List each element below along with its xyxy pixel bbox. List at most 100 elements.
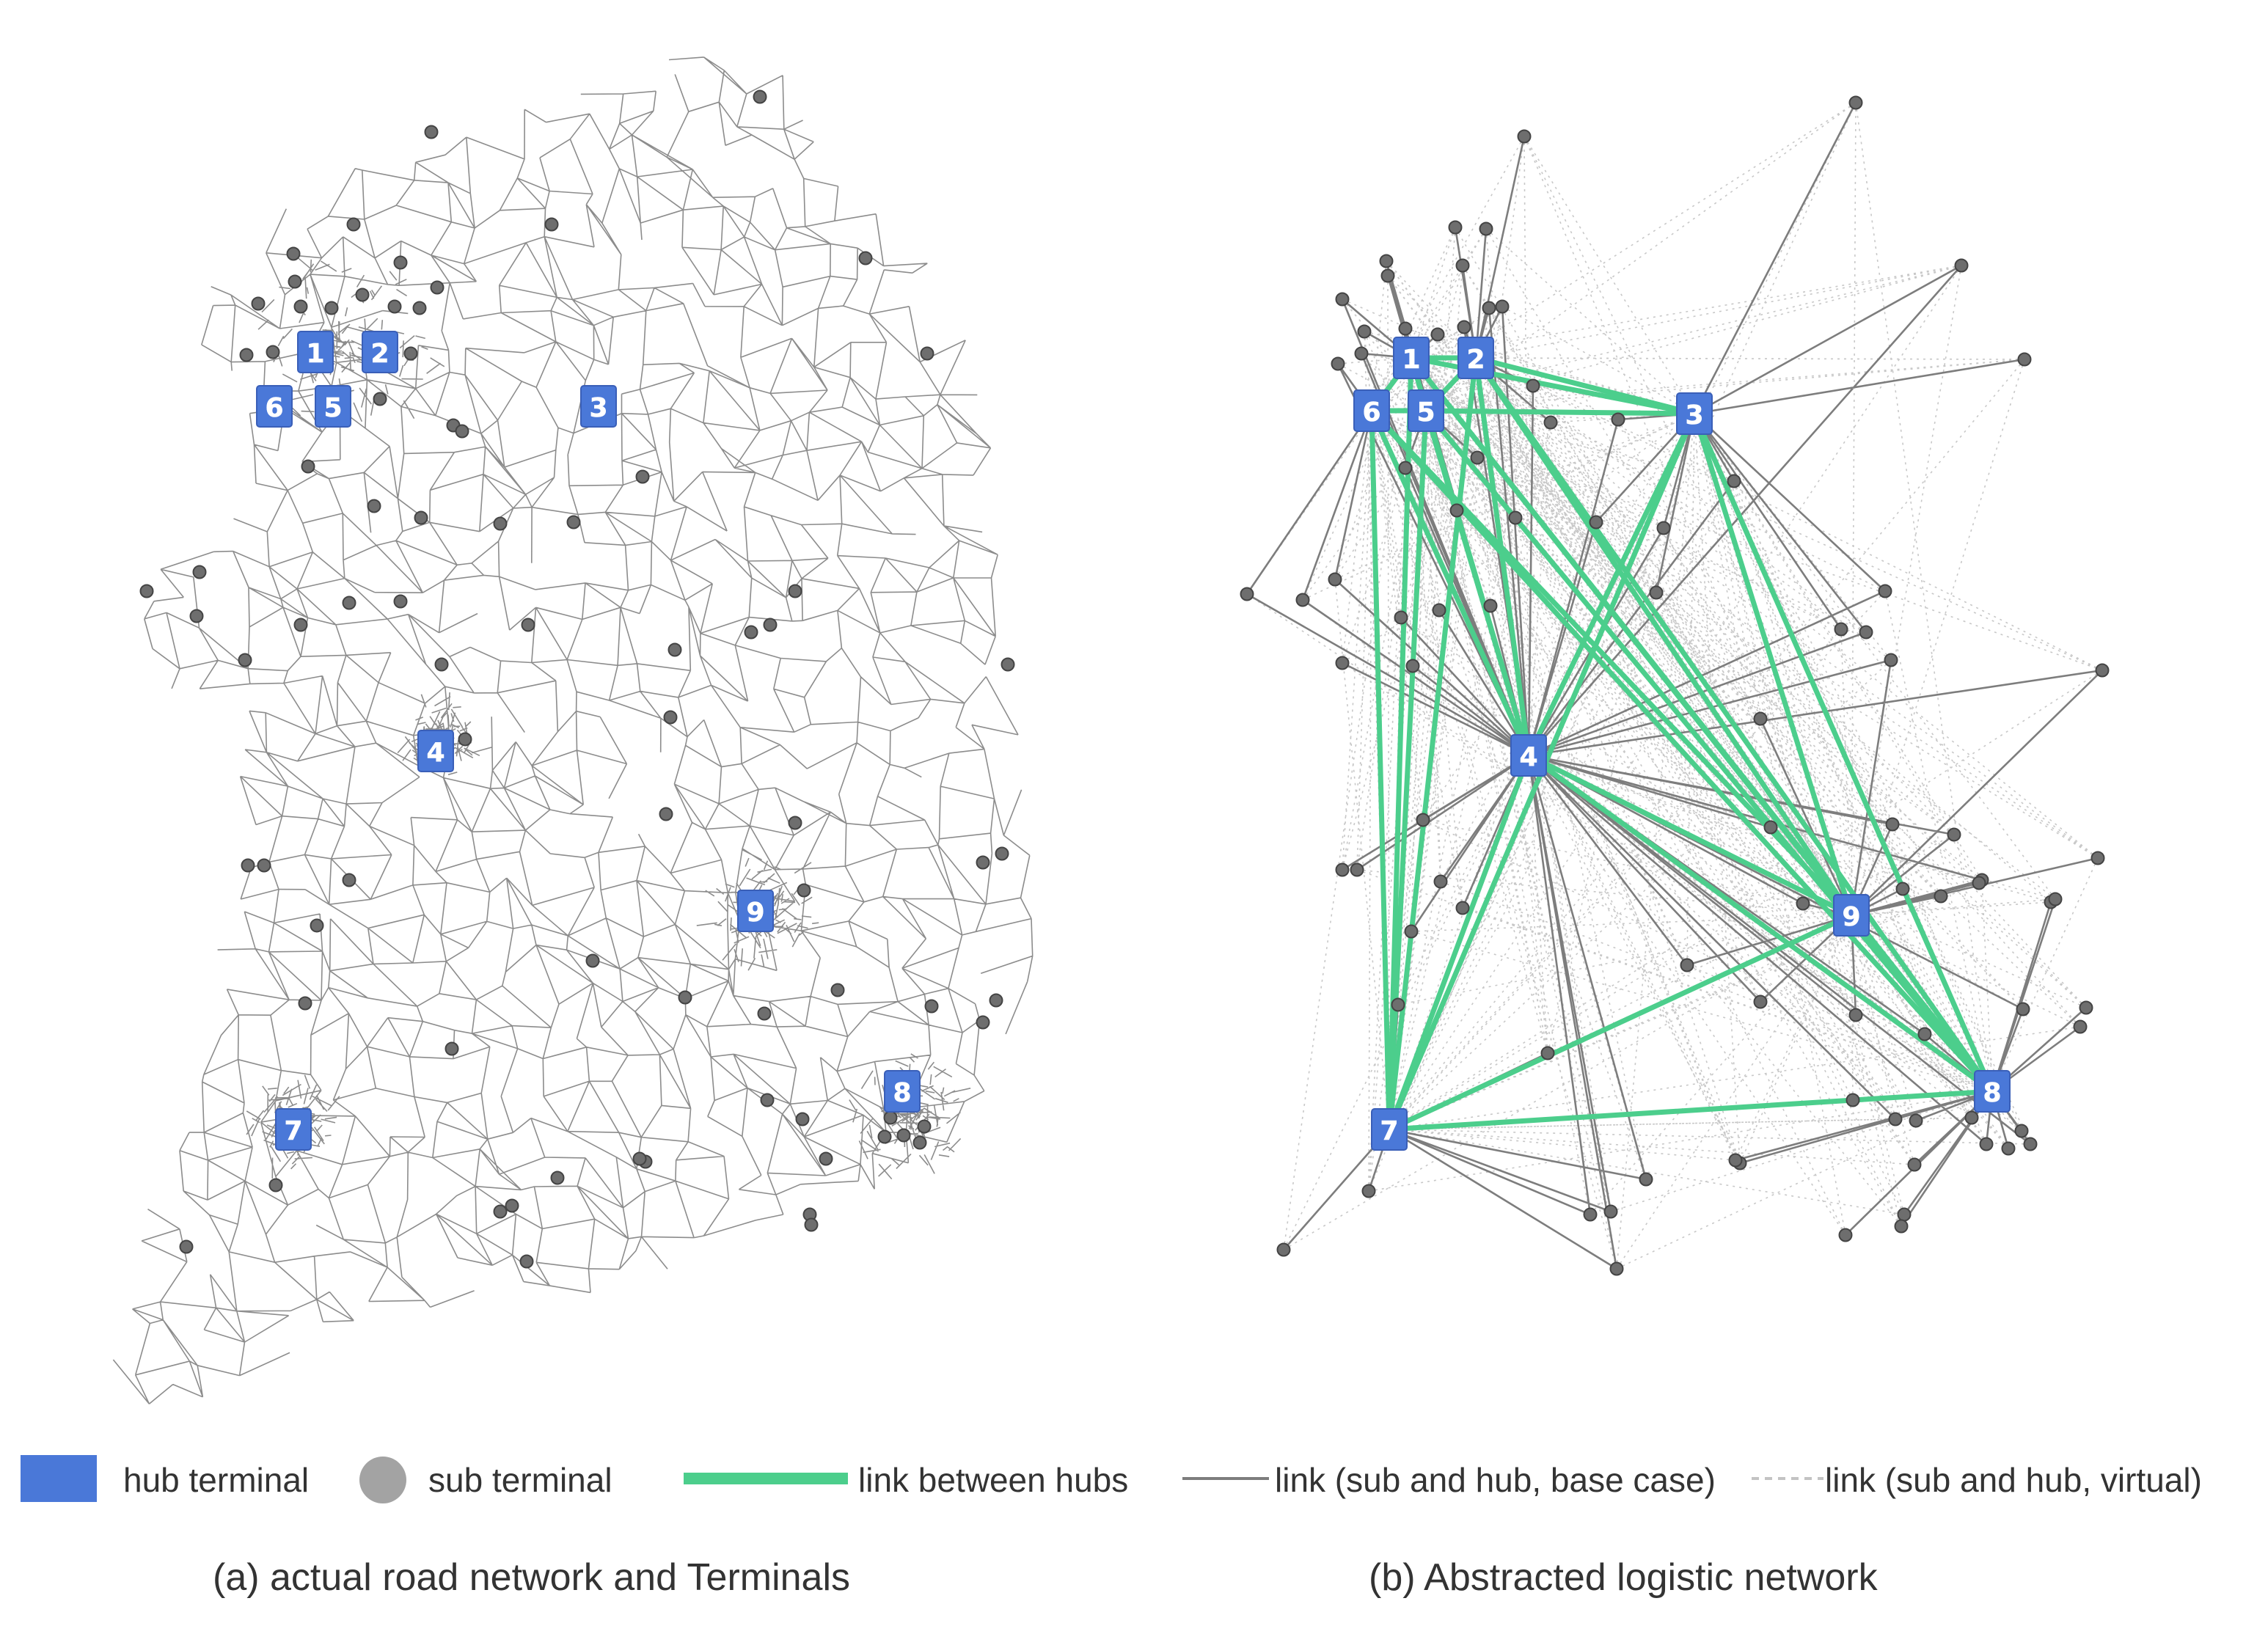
sub-terminal xyxy=(2073,1019,2088,1034)
sub-terminal xyxy=(995,846,1009,861)
legend-hub-label: hub terminal xyxy=(123,1461,309,1499)
sub-terminal xyxy=(521,618,535,632)
sub-terminal xyxy=(1611,412,1625,427)
legend-base-link-label: link (sub and hub, base case) xyxy=(1275,1461,1716,1499)
hub-link-5-8 xyxy=(1423,408,1995,1094)
sub-terminal xyxy=(763,618,778,632)
caption-b: (b) Abstracted logistic network xyxy=(1369,1556,1879,1599)
hub-marker xyxy=(417,730,454,772)
sub-terminal xyxy=(1335,862,1350,877)
sub-terminal xyxy=(1907,1157,1922,1172)
hub-label: 3 xyxy=(1685,400,1703,431)
sub-terminal xyxy=(632,1151,647,1166)
sub-terminal xyxy=(920,346,934,361)
sub-terminal xyxy=(455,424,469,439)
hub-label: 1 xyxy=(306,339,324,369)
sub-terminal xyxy=(788,584,802,598)
base-case-link-segments xyxy=(1245,102,2103,1270)
sub-terminal xyxy=(1404,924,1419,939)
hub-marker xyxy=(1393,337,1430,379)
sub-terminal xyxy=(1848,95,1863,110)
hub-label: 3 xyxy=(589,393,607,423)
sub-terminal xyxy=(1972,876,1986,890)
legend-hub-swatch xyxy=(21,1455,97,1502)
hub-link-5-3 xyxy=(1423,408,1697,417)
hub-terminal-2: 2 xyxy=(1457,337,1494,379)
sub-terminal xyxy=(298,996,312,1011)
sub-terminal xyxy=(387,299,402,314)
sub-terminal xyxy=(519,1254,534,1269)
sub-terminal xyxy=(1543,415,1558,430)
sub-terminal xyxy=(458,732,472,747)
sub-terminal xyxy=(505,1198,519,1213)
sub-terminal xyxy=(2048,892,2063,906)
sub-terminal xyxy=(403,346,418,361)
hub-marker xyxy=(580,385,617,428)
sub-terminal xyxy=(1728,1153,1743,1168)
hub-marker xyxy=(297,331,334,373)
sub-terminal xyxy=(1331,356,1345,371)
hub-link-3-4 xyxy=(1526,411,1697,758)
sub-terminal xyxy=(342,873,356,887)
sub-terminal xyxy=(239,348,254,362)
sub-terminal xyxy=(1335,292,1350,307)
hub-terminal-9: 9 xyxy=(737,890,774,932)
hub-terminal-3: 3 xyxy=(1676,392,1713,435)
sub-terminal xyxy=(1398,461,1413,475)
sub-terminal xyxy=(493,516,508,531)
hub-label: 6 xyxy=(1362,397,1380,428)
sub-terminal xyxy=(663,710,678,725)
sub-terminals-b xyxy=(1240,95,2110,1276)
hub-terminal-5: 5 xyxy=(315,385,351,428)
hub-marker xyxy=(1408,389,1444,432)
sub-terminal xyxy=(251,296,266,311)
sub-terminal xyxy=(393,255,408,270)
hub-marker xyxy=(1833,894,1870,937)
sub-terminal xyxy=(1350,862,1364,877)
hub-marker xyxy=(362,331,398,373)
hub-terminal-4: 4 xyxy=(1510,734,1547,777)
sub-terminal xyxy=(266,345,280,359)
sub-terminal xyxy=(412,301,427,315)
hub-label: 9 xyxy=(746,898,764,928)
sub-terminal xyxy=(917,1119,932,1134)
sub-terminal xyxy=(342,596,356,610)
hub-marker xyxy=(1371,1108,1408,1151)
hub-link-6-8 xyxy=(1369,408,1995,1094)
sub-terminal xyxy=(2017,352,2032,367)
sub-terminal xyxy=(667,642,682,657)
sub-terminal xyxy=(1838,1228,1853,1242)
hub-link-1-8 xyxy=(1408,355,1995,1094)
sub-terminal xyxy=(976,1015,990,1030)
road-network xyxy=(112,56,1034,1404)
sub-terminal xyxy=(659,807,673,821)
sub-terminal xyxy=(1888,1112,1903,1126)
sub-terminal xyxy=(1432,603,1446,618)
sub-terminal xyxy=(493,1204,508,1219)
sub-terminal xyxy=(1583,1207,1598,1222)
sub-terminal xyxy=(2095,663,2110,678)
sub-terminal xyxy=(355,287,370,302)
sub-terminal xyxy=(1482,301,1496,315)
hub-link-4-8 xyxy=(1526,752,1995,1094)
sub-terminal xyxy=(1947,827,1961,842)
sub-terminal xyxy=(445,1041,459,1056)
sub-terminal xyxy=(550,1170,565,1185)
sub-terminal xyxy=(1398,321,1413,336)
sub-terminal xyxy=(1357,324,1372,339)
sub-terminal xyxy=(795,1112,810,1126)
sub-terminal xyxy=(1656,521,1671,535)
sub-terminal xyxy=(744,625,758,640)
hub-label: 9 xyxy=(1842,902,1860,932)
sub-terminal xyxy=(2023,1137,2038,1151)
sub-terminal xyxy=(1470,450,1485,465)
sub-terminal xyxy=(1639,1172,1653,1187)
legend-sub-label: sub terminal xyxy=(428,1461,612,1499)
sub-terminal xyxy=(1457,320,1471,334)
hub-terminal-1: 1 xyxy=(1393,337,1430,379)
sub-terminal xyxy=(1448,220,1463,235)
hub-terminal-5: 5 xyxy=(1408,389,1444,432)
sub-terminal xyxy=(788,816,802,830)
